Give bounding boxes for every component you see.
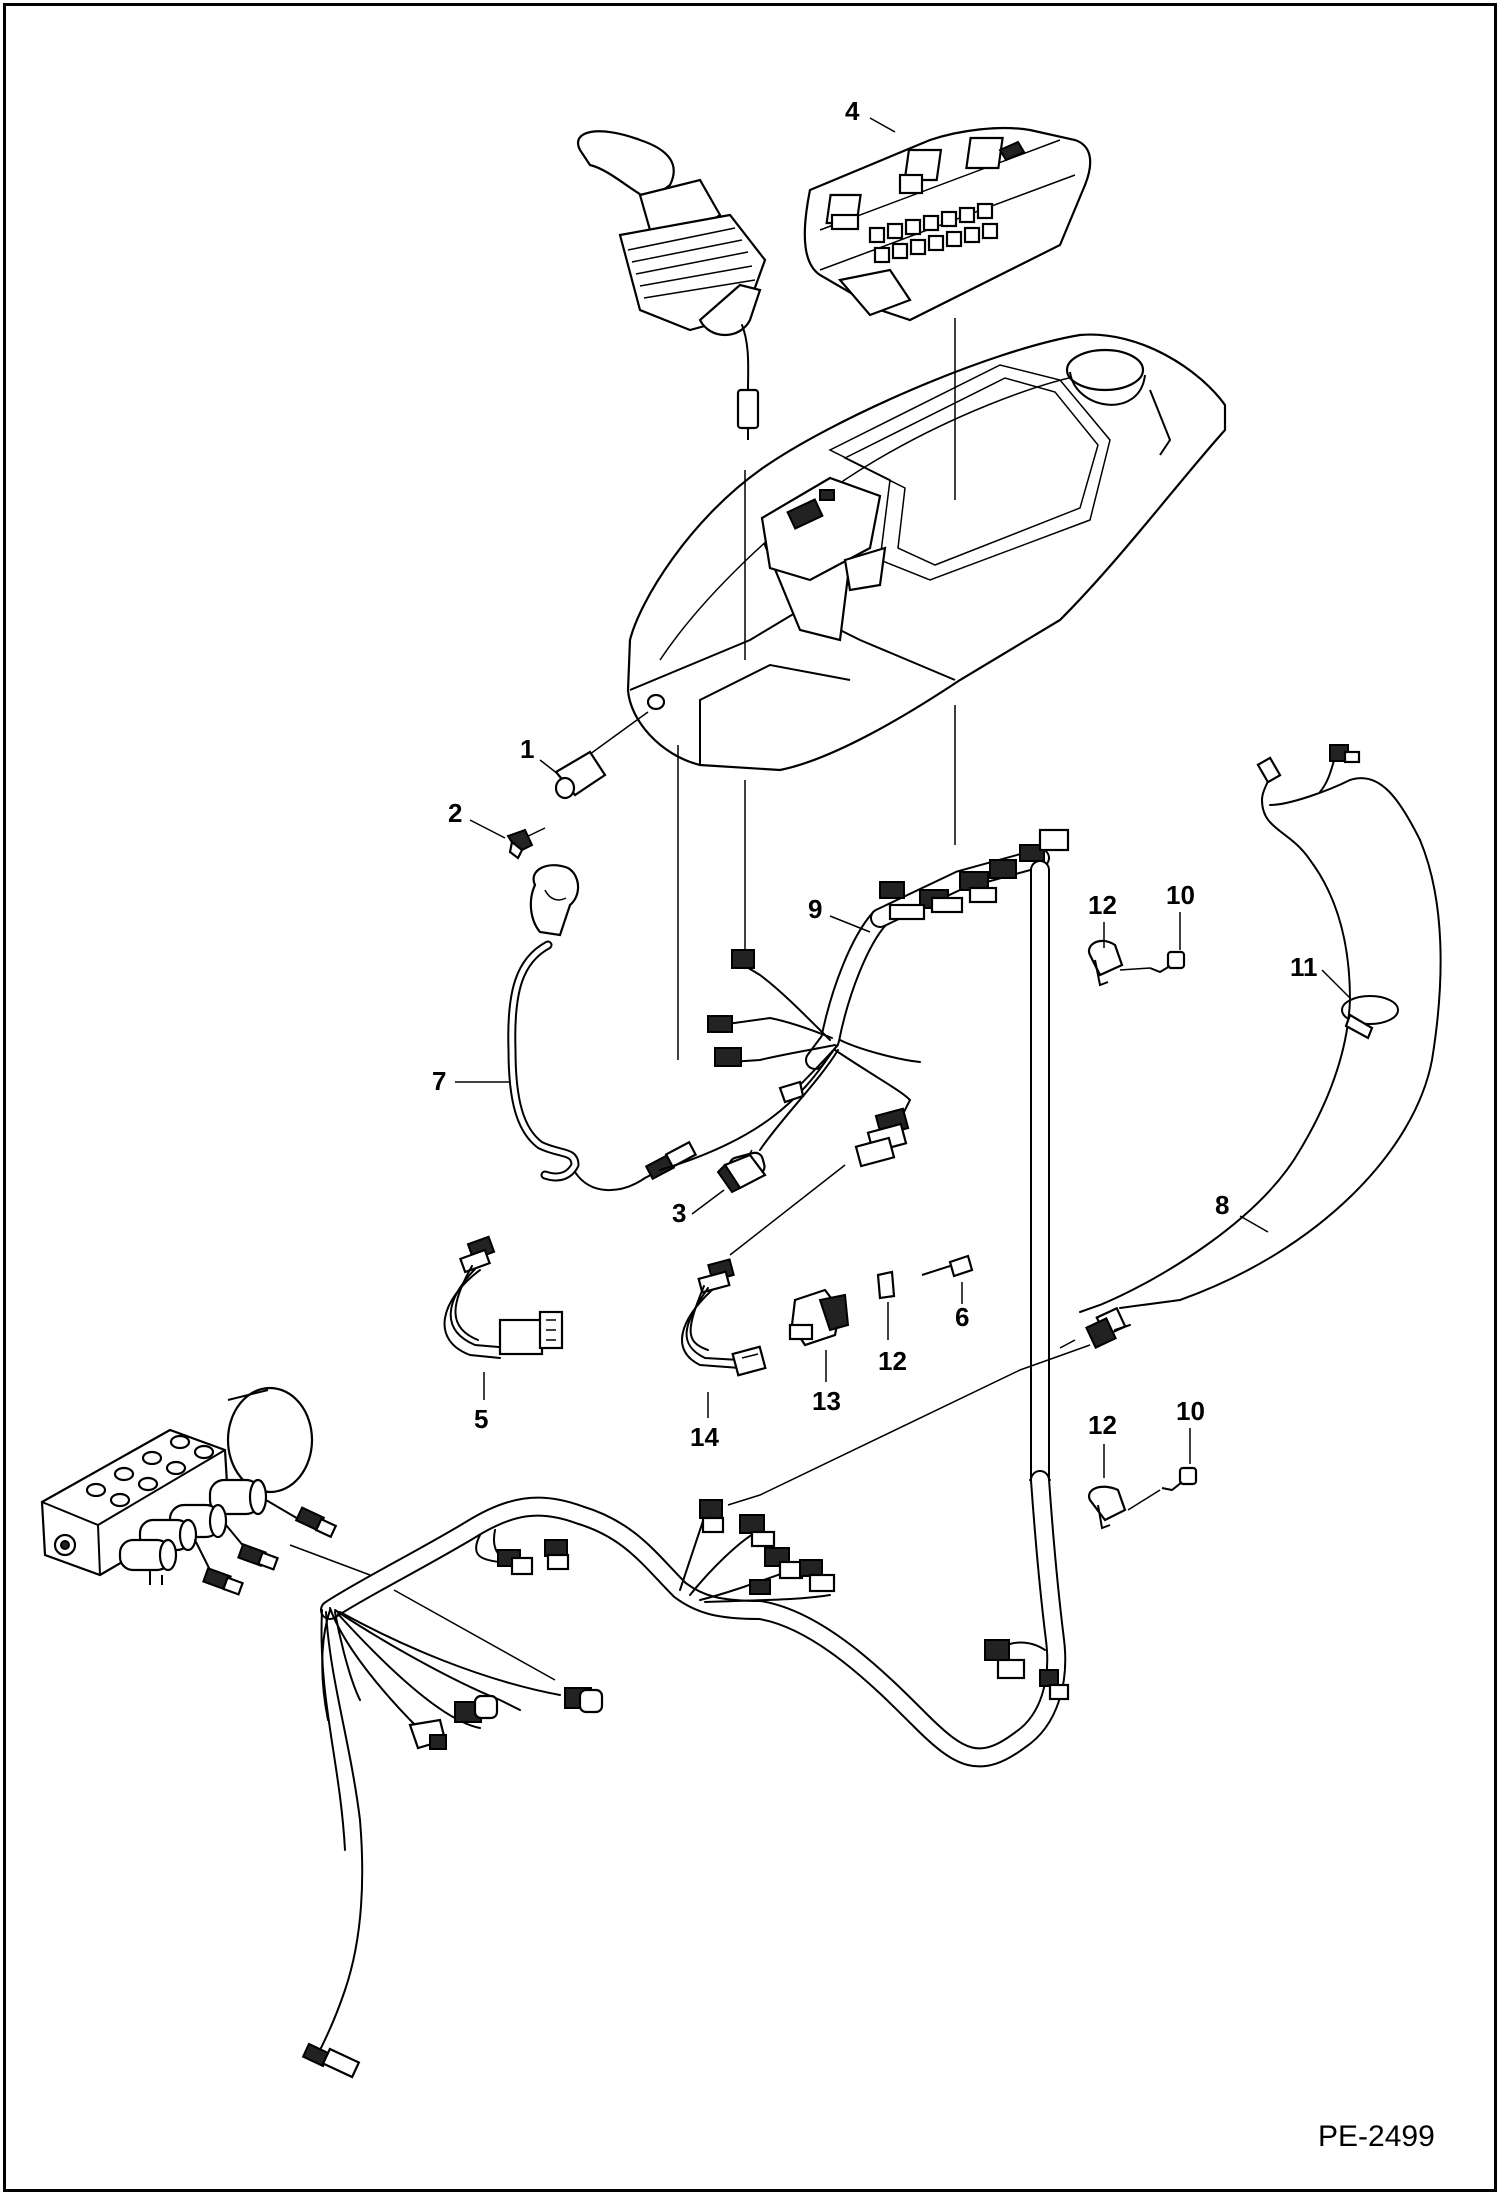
part-2-clip	[506, 828, 534, 860]
part-13-connector	[788, 1288, 850, 1347]
part-12-clamp-top	[1087, 939, 1124, 987]
display-panel	[803, 126, 1092, 322]
callout-3: 3	[672, 1198, 686, 1228]
hydraulic-valve-block	[40, 1386, 338, 1596]
part-10-bolt-bottom	[1127, 1466, 1198, 1511]
callout-8: 8	[1215, 1190, 1229, 1220]
projection-lines	[519, 318, 956, 1060]
callout-2: 2	[448, 798, 462, 828]
part-9-harness	[659, 828, 1070, 1490]
drawing-border	[3, 3, 1497, 2192]
part-8-remote-wire	[1079, 744, 1442, 1349]
console-housing	[626, 333, 1227, 772]
part-12-clamp-bottom	[1087, 1485, 1127, 1530]
callout-13: 13	[812, 1386, 841, 1416]
part-10-bolt-top	[1119, 950, 1186, 974]
joystick	[577, 130, 767, 440]
callout-5: 5	[474, 1404, 488, 1434]
callout-15: 14	[690, 1422, 719, 1452]
callout-10-top: 10	[1166, 880, 1195, 910]
callout-10-bottom: 10	[1176, 1396, 1205, 1426]
part-7-handle	[507, 864, 698, 1191]
callout-11: 11	[1290, 952, 1318, 982]
part-5-harness	[443, 1235, 564, 1359]
callout-14: 12	[878, 1346, 907, 1376]
callout-4: 4	[845, 96, 860, 126]
main-chassis-harness	[289, 1164, 1091, 2079]
callout-12-bottom: 12	[1088, 1410, 1117, 1440]
part-1-socket	[554, 750, 607, 800]
part-15-harness	[681, 1258, 767, 1377]
callout-9: 9	[808, 894, 822, 924]
part-3-switch	[716, 1153, 767, 1194]
callout-12-top: 12	[1088, 890, 1117, 920]
drawing-reference-number: PE-2499	[1318, 2120, 1435, 2153]
part-11-cable-tie	[1341, 995, 1399, 1040]
callout-1: 1	[520, 734, 534, 764]
part-6-connector-pin	[921, 1254, 974, 1278]
part-14-terminal	[876, 1270, 896, 1300]
callout-6: 6	[955, 1302, 969, 1332]
callout-labels: 4 1 2 9 12 10 11 7 3 8 6 12 13	[432, 96, 1351, 1478]
callout-7: 7	[432, 1066, 446, 1096]
